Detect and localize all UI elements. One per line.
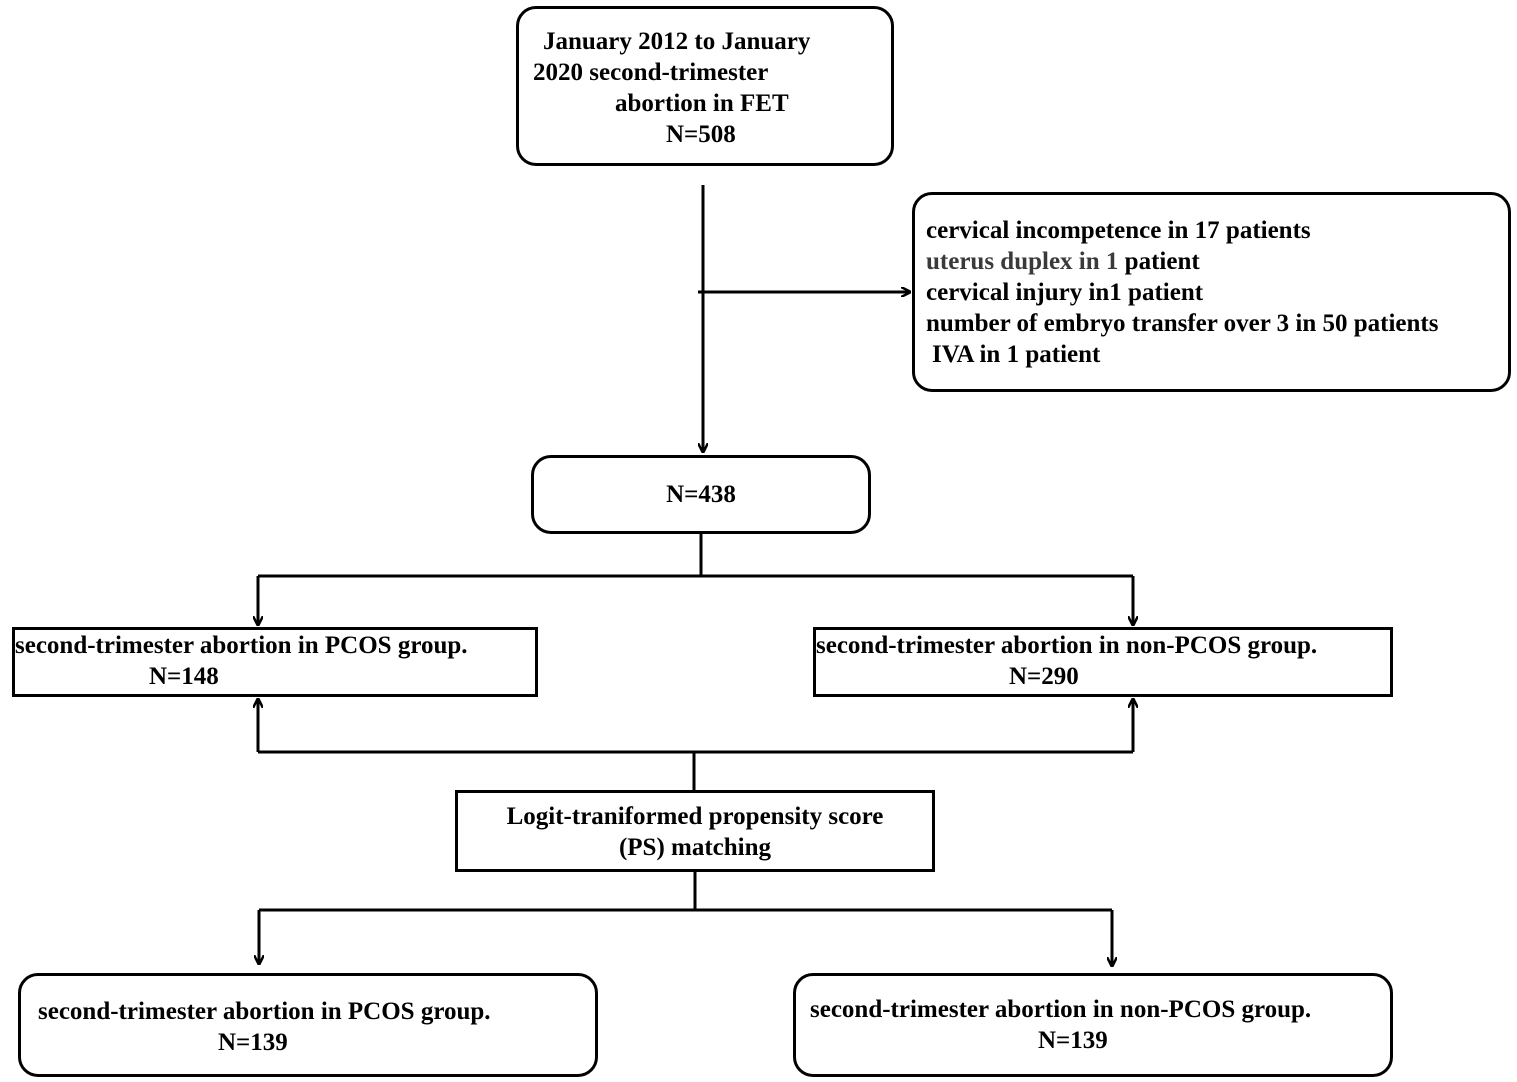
exclusion-embryo-transfer: number of embryo transfer over 3 in 50 p… (926, 310, 1439, 337)
exclusion-uterus-duplex: uterus duplex in 1 patient (926, 246, 1508, 277)
pcos-group-after-box: second-trimester abortion in PCOS group.… (18, 973, 598, 1077)
nonpcos-group-before-box: second-trimester abortion in non-PCOS gr… (813, 627, 1393, 697)
pcos-group-before-label: second-trimester abortion in PCOS group. (15, 632, 468, 659)
start-line-1: January 2012 to January (543, 28, 811, 55)
ps-matching-line-1: Logit-traniformed propensity score (506, 803, 884, 830)
nonpcos-group-after-label: second-trimester abortion in non-PCOS gr… (810, 996, 1312, 1023)
pcos-group-after-count: N=139 (218, 1029, 288, 1056)
nonpcos-group-after-count: N=139 (1038, 1027, 1108, 1054)
nonpcos-group-before-count: N=290 (1009, 663, 1079, 690)
ps-matching-line-2: (PS) matching (618, 834, 772, 861)
exclusion-uterus-duplex-patient: patient (1124, 248, 1200, 275)
exclusion-cervical-injury: cervical injury in1 patient (926, 279, 1204, 306)
start-line-2: 2020 second-trimester (533, 59, 769, 86)
start-count: N=508 (666, 121, 736, 148)
exclusion-uterus-duplex-text: uterus duplex in 1 (926, 248, 1119, 275)
exclusion-cervical-incompetence: cervical incompetence in 17 patients (926, 217, 1311, 244)
eligible-cohort-box: N=438 (531, 455, 871, 534)
exclusion-iva: IVA in 1 patient (932, 341, 1101, 368)
exclusion-criteria-box: cervical incompetence in 17 patients ute… (912, 192, 1511, 392)
nonpcos-group-before-label: second-trimester abortion in non-PCOS gr… (816, 632, 1318, 659)
nonpcos-group-after-box: second-trimester abortion in non-PCOS gr… (793, 973, 1393, 1077)
pcos-group-before-box: second-trimester abortion in PCOS group.… (12, 627, 538, 697)
pcos-group-before-count: N=148 (149, 663, 219, 690)
pcos-group-after-label: second-trimester abortion in PCOS group. (38, 998, 491, 1025)
ps-matching-box: Logit-traniformed propensity score (PS) … (455, 790, 935, 872)
start-line-3: abortion in FET (615, 90, 789, 117)
start-cohort-box: January 2012 to January 2020 second-trim… (516, 6, 894, 166)
eligible-count: N=438 (666, 481, 736, 508)
